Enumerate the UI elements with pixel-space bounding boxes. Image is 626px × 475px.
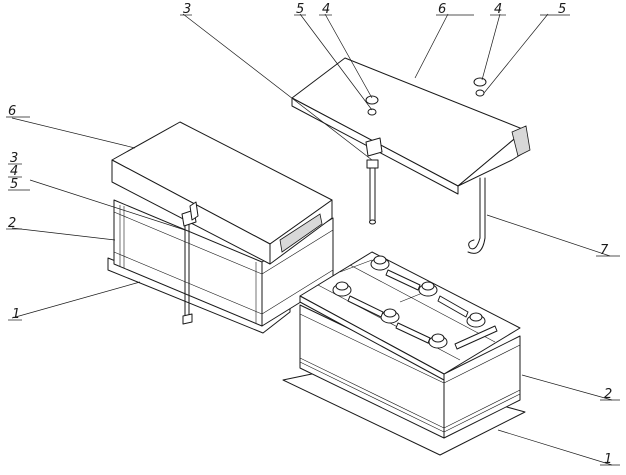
callout-stack-5: 5 xyxy=(10,177,18,192)
callout-tray-right: 1 xyxy=(604,452,612,467)
callout-cover-right: 6 xyxy=(438,2,446,17)
callout-shell-right: 2 xyxy=(604,387,612,402)
callout-bolt-top: 3 xyxy=(183,2,191,17)
assembled-battery xyxy=(107,121,334,334)
callout-stack-3: 3 xyxy=(10,151,18,166)
callout-nut-left: 4 xyxy=(322,2,330,17)
callout-tray-left: 1 xyxy=(12,307,20,322)
terminal-caps xyxy=(332,255,486,349)
callout-shell-left: 2 xyxy=(8,216,16,231)
callout-nut-right: 4 xyxy=(494,2,502,17)
hook-bolt-7 xyxy=(467,177,486,254)
callout-cover-left: 6 xyxy=(8,104,16,119)
leader-lines xyxy=(11,13,613,466)
callout-hook-bolt: 7 xyxy=(600,243,609,258)
callout-stack-4: 4 xyxy=(10,164,18,179)
callout-washer-right: 5 xyxy=(558,2,566,17)
battery-body-right-side xyxy=(443,335,521,439)
cover-exploded xyxy=(291,57,531,195)
bolt-3 xyxy=(366,159,379,225)
callout-labels: 3 5 4 6 4 5 6 3 4 5 2 1 7 2 1 xyxy=(6,2,620,467)
callout-washer-left: 5 xyxy=(296,2,304,17)
battery-exploded xyxy=(282,251,526,456)
